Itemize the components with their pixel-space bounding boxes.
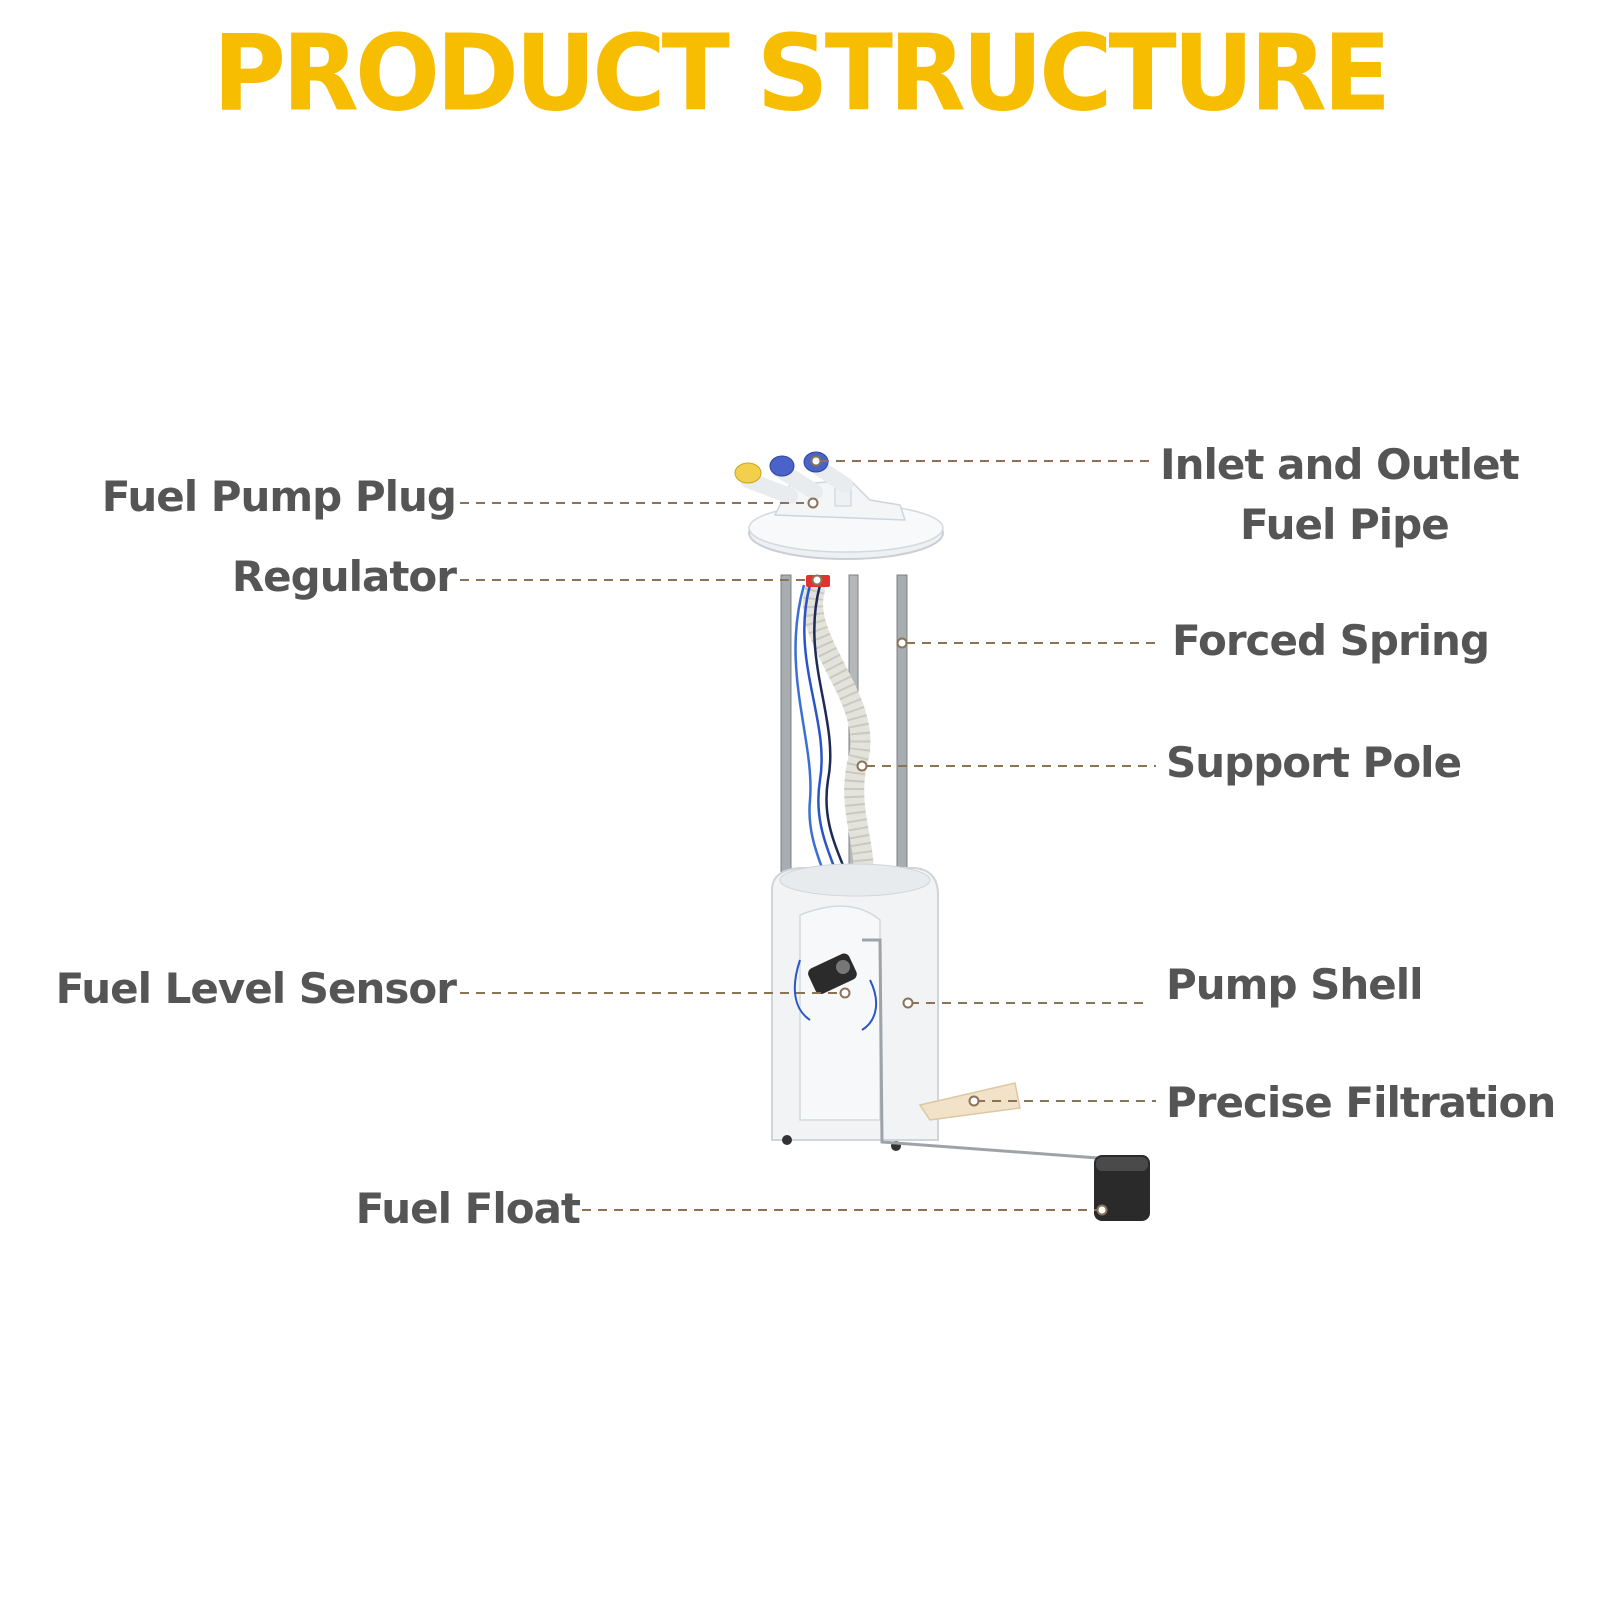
dot-fuel-float [1096, 1204, 1108, 1216]
label-inlet-outlet-line1: Inlet and Outlet [1160, 440, 1520, 489]
leader-lines [460, 460, 1158, 1211]
label-pump-shell: Pump Shell [1166, 960, 1424, 1009]
dot-support-pole [856, 760, 868, 772]
label-fuel-pump-plug: Fuel Pump Plug [101, 472, 457, 521]
dot-fuel-level-sensor [839, 987, 851, 999]
dot-precise-filtration [968, 1095, 980, 1107]
label-regulator: Regulator [231, 552, 457, 601]
anchor-dots [807, 455, 1108, 1216]
float-arm [862, 938, 1099, 1160]
dot-fuel-pump-plug [807, 497, 819, 509]
support-pole-hose [803, 580, 874, 895]
label-support-pole: Support Pole [1166, 738, 1462, 787]
label-fuel-float: Fuel Float [355, 1184, 581, 1233]
page-title: PRODUCT STRUCTURE [212, 12, 1391, 135]
label-fuel-level-sensor: Fuel Level Sensor [55, 964, 457, 1013]
dot-pump-shell [902, 997, 914, 1009]
dot-inlet-outlet [810, 455, 822, 467]
fuel-pump-illustration [734, 451, 1150, 1221]
label-forced-spring: Forced Spring [1172, 616, 1490, 665]
fuel-float-part [1094, 1155, 1150, 1221]
label-precise-filtration: Precise Filtration [1166, 1078, 1556, 1127]
dot-regulator [811, 574, 823, 586]
level-sensor-part [793, 953, 878, 1031]
dot-forced-spring [896, 637, 908, 649]
label-inlet-outlet-line2: Fuel Pipe [1240, 500, 1450, 549]
fuel-pipes [734, 451, 853, 504]
